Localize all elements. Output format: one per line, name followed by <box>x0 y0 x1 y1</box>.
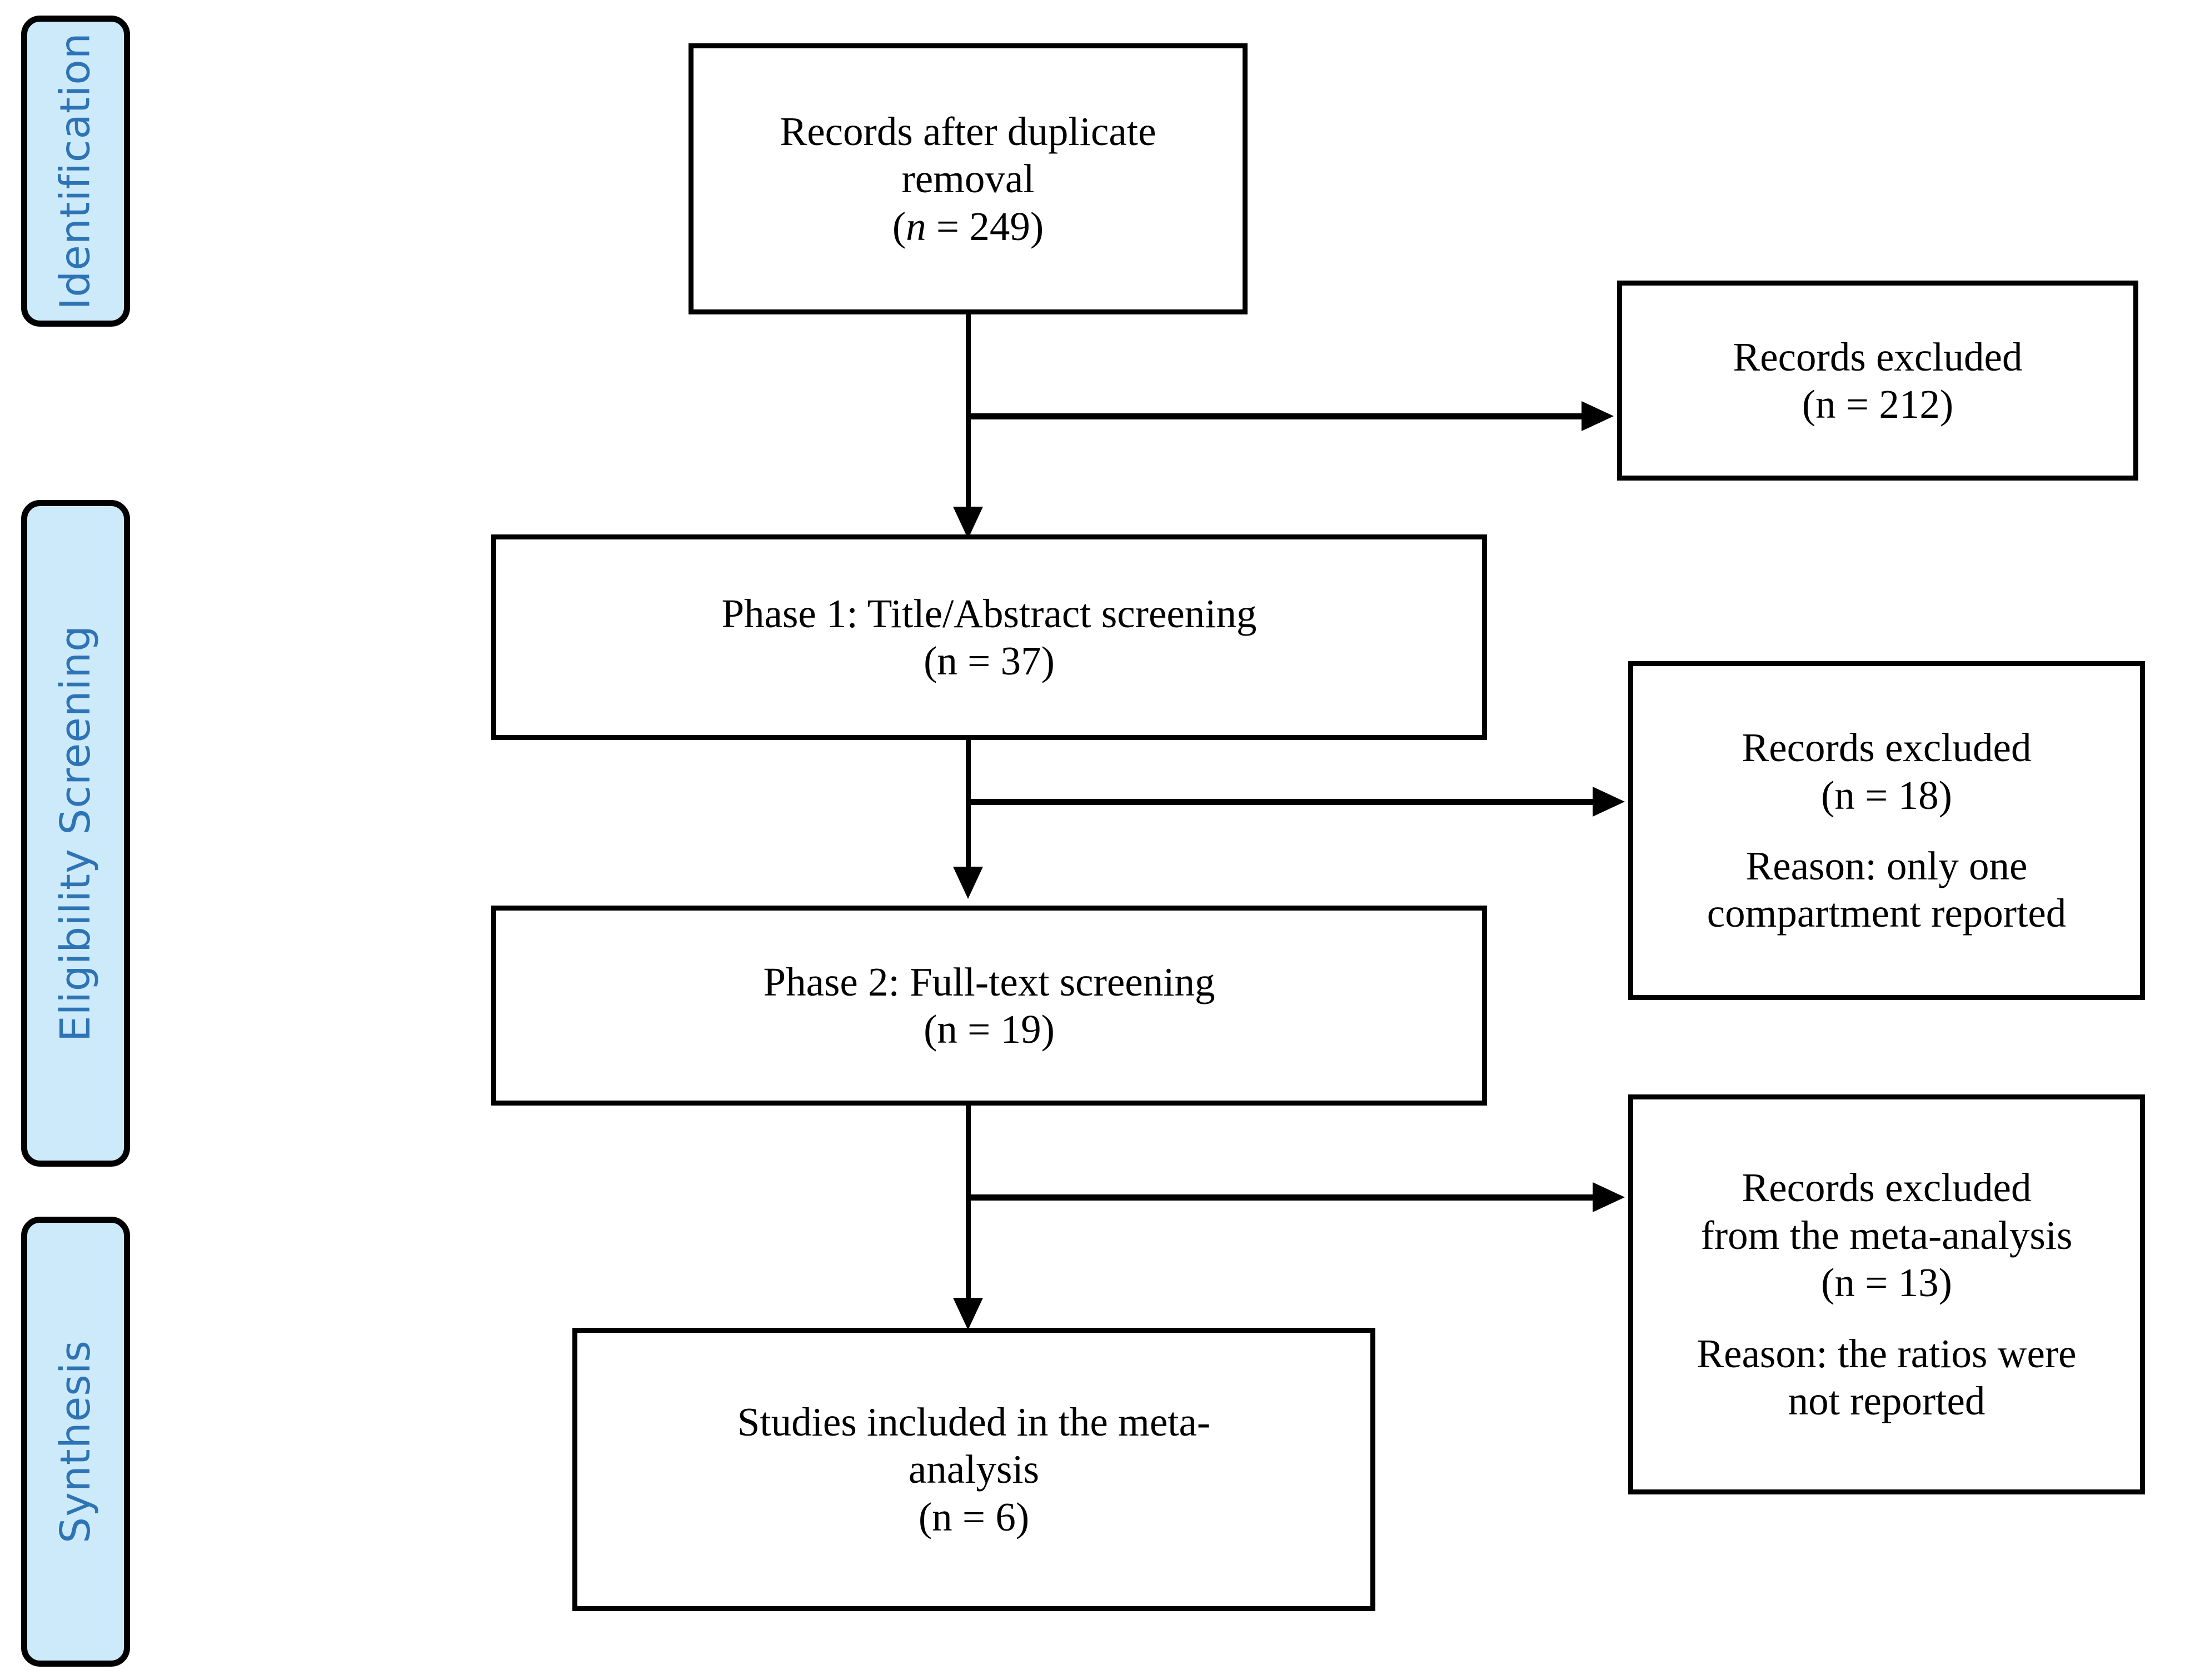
node-studies-included-in-meta-analysis: Studies included in the meta- analysis (… <box>572 1328 1375 1611</box>
arrowhead-phase1-to-excluded2 <box>1593 787 1625 817</box>
node-excluded2-line4: compartment reported <box>1707 891 2067 936</box>
node-studies-line1: Studies included in the meta- <box>737 1399 1211 1444</box>
node-phase2-line1: Phase 2: Full-text screening <box>763 959 1215 1004</box>
node-excluded2-line2: (n = 18) <box>1821 772 1952 818</box>
rail-stage-eligibility-screening: Eligibility Screening <box>21 500 130 1167</box>
node-excluded1-line2: (n = 212) <box>1802 382 1954 427</box>
node-records-count-rest: = 249) <box>926 203 1044 249</box>
node-excluded2-line1: Records excluded <box>1742 725 2032 771</box>
connector-records-to-excluded1-horizontal <box>966 413 1583 419</box>
connector-phase2-to-excluded3-horizontal <box>966 1194 1594 1201</box>
node-excluded3-line5: not reported <box>1788 1378 1986 1424</box>
node-records-count: (n = 249) <box>892 203 1044 250</box>
node-excluded1-line1: Records excluded <box>1733 334 2023 379</box>
node-excluded2-line3: Reason: only one <box>1745 843 2028 888</box>
node-records-line2: removal <box>901 156 1035 202</box>
node-records-excluded-1: Records excluded (n = 212) <box>1617 281 2138 481</box>
node-records-line1: Records after duplicate <box>780 108 1156 154</box>
node-studies-line3: (n = 6) <box>918 1494 1030 1539</box>
rail-label-synthesis: Synthesis <box>52 1340 99 1543</box>
node-phase2-line2: (n = 19) <box>924 1007 1055 1052</box>
rail-stage-identification: Identification <box>21 16 130 327</box>
arrowhead-phase2-to-studies <box>953 1298 983 1330</box>
arrowhead-phase1-to-phase2 <box>953 867 983 899</box>
node-excluded3-line1: Records excluded <box>1742 1165 2032 1211</box>
node-excluded3-line3: (n = 13) <box>1821 1260 1952 1306</box>
connector-phase2-to-studies-vertical <box>966 1106 971 1321</box>
node-phase1-line1: Phase 1: Title/Abstract screening <box>721 591 1257 636</box>
node-excluded3-line2: from the meta-analysis <box>1700 1212 2073 1258</box>
node-records-excluded-2: Records excluded (n = 18) Reason: only o… <box>1628 661 2145 1000</box>
rail-stage-synthesis: Synthesis <box>21 1217 130 1667</box>
node-records-count-open: ( <box>892 203 906 249</box>
node-phase1-line2: (n = 37) <box>924 638 1055 683</box>
connector-phase1-to-excluded2-horizontal <box>966 799 1594 805</box>
node-phase2-full-text-screening: Phase 2: Full-text screening (n = 19) <box>491 906 1487 1106</box>
node-studies-line2: analysis <box>908 1447 1040 1492</box>
arrowhead-records-to-phase1 <box>953 507 983 539</box>
rail-label-identification: Identification <box>52 32 100 310</box>
arrowhead-records-to-excluded1 <box>1582 401 1614 431</box>
node-excluded3-line4: Reason: the ratios were <box>1697 1331 2077 1376</box>
connector-phase1-to-phase2-vertical <box>966 740 971 874</box>
node-records-after-duplicate-removal: Records after duplicate removal (n = 249… <box>689 43 1248 314</box>
rail-label-eligibility-screening: Eligibility Screening <box>52 624 100 1042</box>
node-records-count-n: n <box>906 203 926 249</box>
arrowhead-phase2-to-excluded3 <box>1593 1182 1625 1212</box>
node-phase1-title-abstract-screening: Phase 1: Title/Abstract screening (n = 3… <box>491 534 1487 740</box>
node-records-excluded-3: Records excluded from the meta-analysis … <box>1628 1094 2145 1494</box>
